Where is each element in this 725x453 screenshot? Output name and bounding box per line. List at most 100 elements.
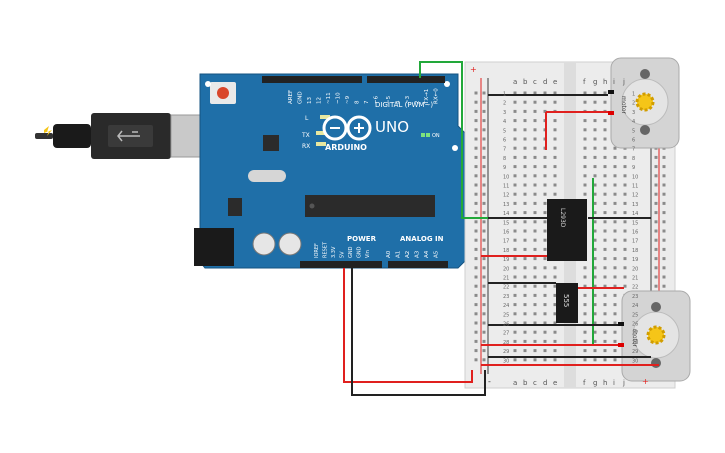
column-label: f xyxy=(583,78,586,86)
driver-chip xyxy=(547,199,587,261)
breadboard-hole xyxy=(553,358,557,362)
breadboard-hole xyxy=(543,192,547,196)
breadboard-hole xyxy=(543,91,547,95)
row-number: 19 xyxy=(503,257,509,263)
rail-hole xyxy=(654,211,658,215)
breadboard-hole xyxy=(593,128,597,132)
rail-hole xyxy=(474,247,478,251)
rail-hole xyxy=(654,266,658,270)
breadboard-hole xyxy=(593,257,597,261)
rail-plus-bottom-right: + xyxy=(642,377,649,386)
breadboard-hole xyxy=(553,119,557,123)
rail-hole xyxy=(482,146,486,150)
rail-hole xyxy=(482,109,486,113)
row-number: 16 xyxy=(632,230,638,236)
rail-hole xyxy=(474,349,478,353)
breadboard-hole xyxy=(583,146,587,150)
breadboard-hole xyxy=(523,100,527,104)
breadboard-hole xyxy=(543,183,547,187)
breadboard-hole xyxy=(603,146,607,150)
rail-hole xyxy=(482,349,486,353)
digital-pin-label: 4 xyxy=(396,100,402,104)
breadboard-hole xyxy=(543,238,547,242)
rail-hole xyxy=(662,229,666,233)
breadboard-hole xyxy=(583,128,587,132)
row-number: 10 xyxy=(632,174,638,180)
breadboard-hole xyxy=(533,358,537,362)
row-number: 15 xyxy=(632,220,638,226)
led-l-label: L xyxy=(305,115,309,122)
breadboard-hole xyxy=(613,229,617,233)
column-label: g xyxy=(593,379,597,387)
breadboard-hole xyxy=(543,155,547,159)
row-number: 8 xyxy=(503,156,506,162)
breadboard-hole xyxy=(613,257,617,261)
breadboard-hole xyxy=(553,128,557,132)
breadboard-hole xyxy=(543,284,547,288)
breadboard-hole xyxy=(583,266,587,270)
breadboard-hole xyxy=(613,303,617,307)
column-label: g xyxy=(593,78,597,86)
breadboard-hole xyxy=(553,100,557,104)
rail-hole xyxy=(474,174,478,178)
breadboard-hole xyxy=(613,146,617,150)
breadboard-hole xyxy=(613,183,617,187)
usb-cable xyxy=(35,113,218,159)
row-number: 13 xyxy=(632,202,638,208)
row-number: 28 xyxy=(632,340,638,346)
digital-header-label: DIGITAL (PWM~) xyxy=(375,101,433,109)
column-label: d xyxy=(543,78,547,86)
breadboard-hole xyxy=(583,137,587,141)
breadboard-hole xyxy=(593,339,597,343)
rail-hole xyxy=(474,257,478,261)
breadboard-hole xyxy=(543,201,547,205)
breadboard-hole xyxy=(543,303,547,307)
motor-top xyxy=(608,57,680,149)
breadboard-hole xyxy=(543,109,547,113)
breadboard-hole xyxy=(603,128,607,132)
row-number: 20 xyxy=(632,266,638,272)
breadboard-hole xyxy=(583,358,587,362)
rail-hole xyxy=(662,220,666,224)
breadboard-hole xyxy=(553,137,557,141)
breadboard-hole xyxy=(513,220,517,224)
breadboard-hole xyxy=(583,321,587,325)
power-pin-label: RESET xyxy=(323,241,329,258)
breadboard-hole xyxy=(533,137,537,141)
rail-hole xyxy=(482,183,486,187)
breadboard-hole xyxy=(603,211,607,215)
breadboard-hole xyxy=(613,247,617,251)
breadboard-hole xyxy=(533,330,537,334)
row-number: 25 xyxy=(503,312,509,318)
breadboard-hole xyxy=(593,247,597,251)
row-number: 5 xyxy=(503,128,506,134)
breadboard-hole xyxy=(533,293,537,297)
breadboard-hole xyxy=(593,155,597,159)
breadboard-hole xyxy=(553,174,557,178)
led-tx-label: TX xyxy=(301,132,310,139)
breadboard-hole xyxy=(543,321,547,325)
atmega-chip xyxy=(305,195,435,217)
breadboard-hole xyxy=(523,91,527,95)
row-number: 17 xyxy=(503,239,509,245)
breadboard-hole xyxy=(543,339,547,343)
breadboard-hole xyxy=(523,174,527,178)
row-number: 24 xyxy=(632,303,638,309)
digital-pin-label: TX→1 xyxy=(424,89,430,105)
digital-pin-label: 7 xyxy=(364,100,370,104)
breadboard-hole xyxy=(583,339,587,343)
breadboard-hole xyxy=(553,293,557,297)
breadboard-hole xyxy=(603,192,607,196)
rail-hole xyxy=(482,192,486,196)
power-pin-label: 3.3V xyxy=(331,246,337,258)
breadboard-hole xyxy=(613,330,617,334)
breadboard-hole xyxy=(603,119,607,123)
breadboard-hole xyxy=(523,238,527,242)
row-number: 2 xyxy=(632,101,635,107)
digital-pin-label: ~6 xyxy=(374,95,380,104)
rail-hole xyxy=(482,174,486,178)
breadboard-hole xyxy=(533,211,537,215)
breadboard-hole xyxy=(533,100,537,104)
wires xyxy=(343,61,659,396)
row-number: 23 xyxy=(632,294,638,300)
